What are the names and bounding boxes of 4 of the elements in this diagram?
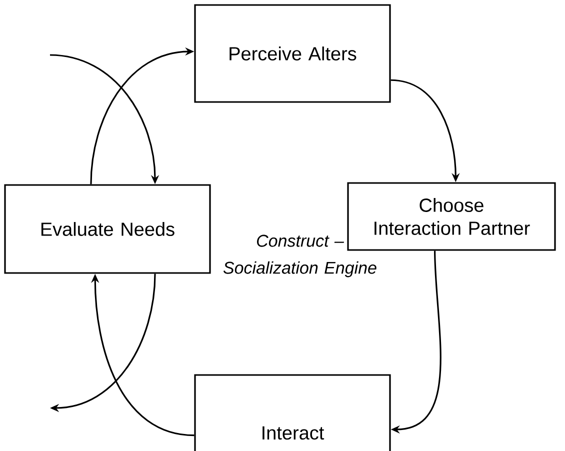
process-box: Interact [194, 374, 391, 451]
process-box: Perceive Alters [194, 4, 391, 103]
process-box: Choose Interaction Partner [347, 182, 556, 251]
process-box: Evaluate Needs [4, 184, 211, 274]
